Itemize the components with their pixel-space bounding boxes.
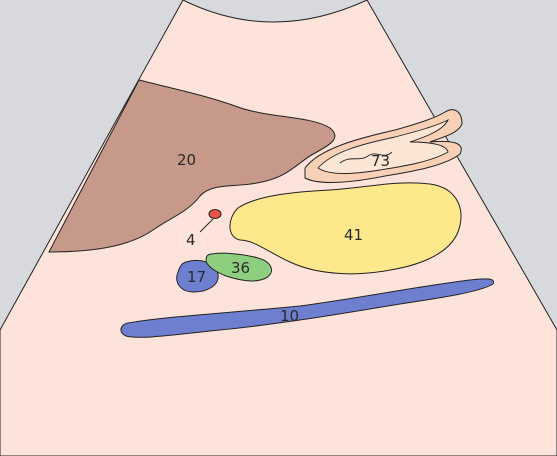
label-node: 36: [231, 259, 250, 277]
artery-dot: [209, 210, 221, 219]
label-liver: 20: [177, 151, 196, 169]
label-stomach: 41: [344, 226, 363, 244]
label-pancreas: 73: [371, 152, 390, 170]
label-vein: 17: [187, 268, 206, 286]
label-vessel-long: 10: [280, 307, 299, 325]
label-artery: 4: [186, 231, 196, 249]
